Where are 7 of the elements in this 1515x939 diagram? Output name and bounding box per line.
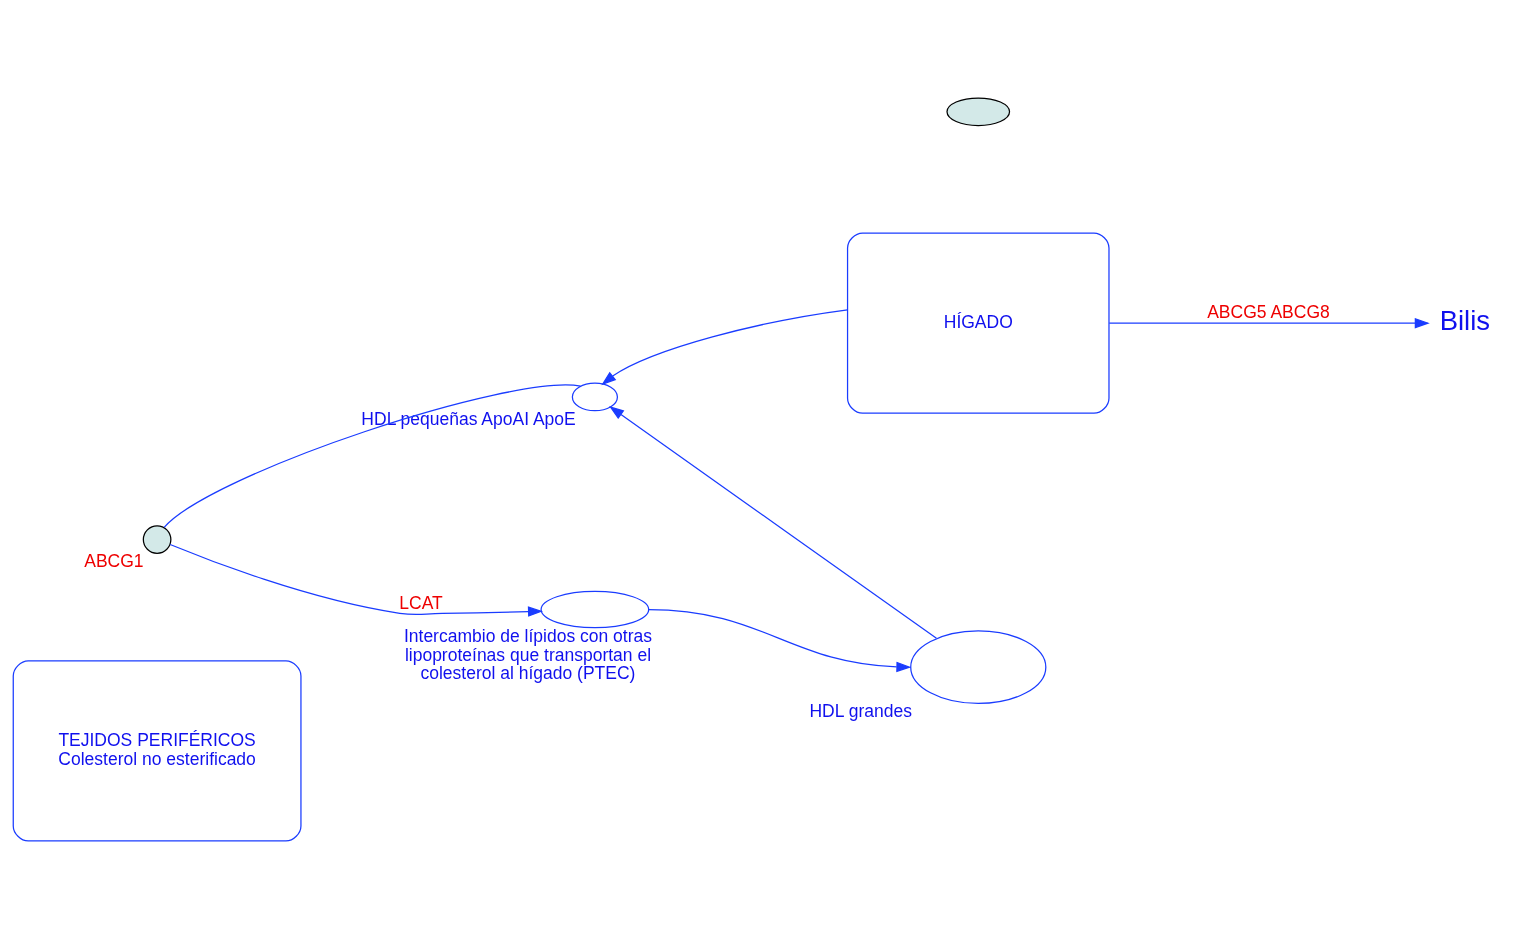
node-label: ABCG1	[84, 551, 144, 572]
node-label: HDL pequeñas ApoAI ApoE	[361, 408, 576, 429]
edge-label: ABCG5 ABCG8	[1207, 302, 1330, 323]
node-label: Intercambio de lípidos con otras lipoproteínas que transportan el colesterol al hígado (PTEC)	[403, 625, 652, 684]
edge-label: LCAT	[399, 592, 443, 613]
node-text: Bilis	[1439, 305, 1491, 337]
node-label: HDL grandes	[809, 701, 912, 722]
